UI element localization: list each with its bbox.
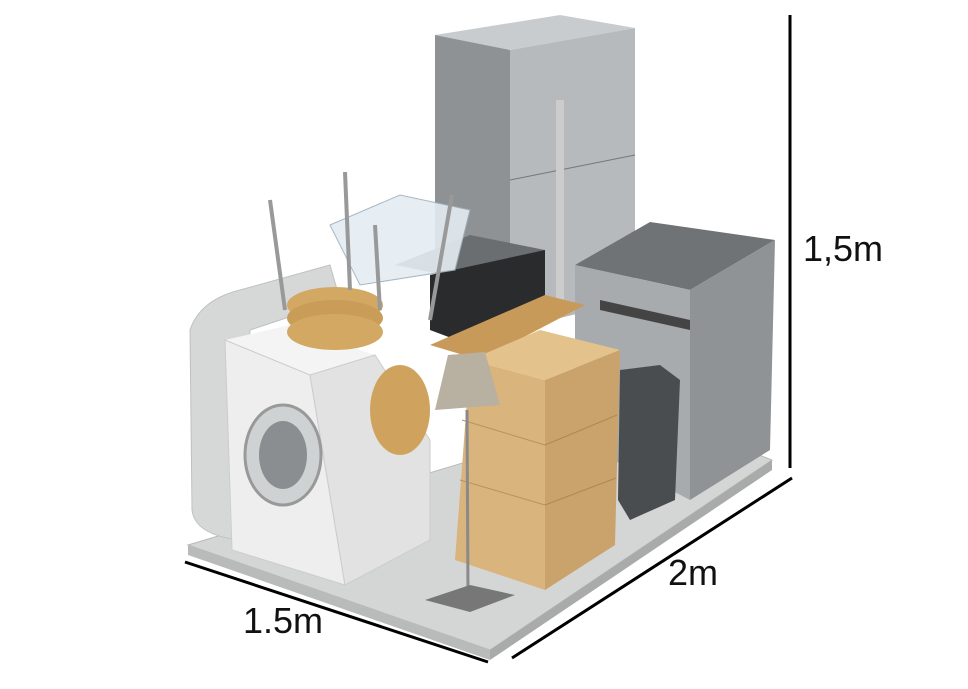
floor-lamp — [425, 352, 515, 612]
depth-dimension-line — [511, 476, 793, 660]
height-label: 1,5m — [803, 228, 884, 269]
cardboard-boxes — [455, 330, 620, 590]
suitcase — [618, 365, 680, 520]
table — [430, 295, 585, 360]
storage-box — [329, 194, 471, 286]
stacked-chairs — [268, 171, 454, 455]
width-label: 1.5m — [243, 600, 324, 641]
depth-label: 2m — [668, 552, 719, 593]
washing-machine — [224, 325, 431, 586]
width-dimension-line — [184, 560, 489, 664]
